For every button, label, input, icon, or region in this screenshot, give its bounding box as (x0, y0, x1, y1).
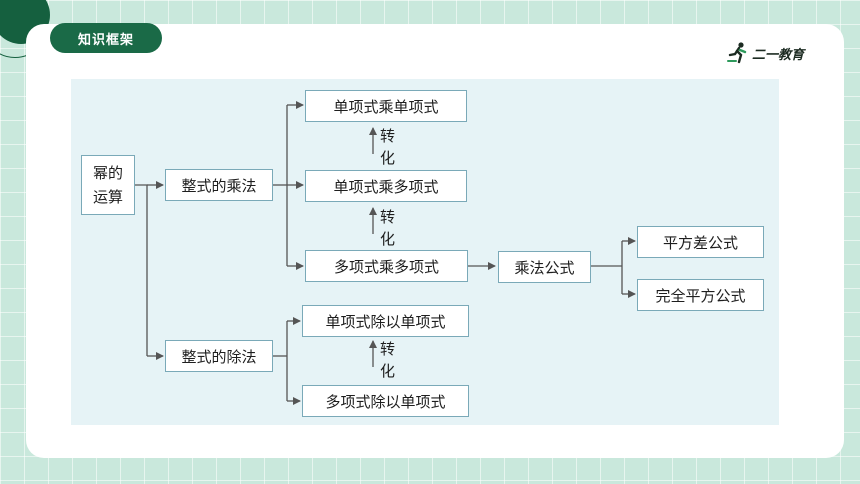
node-power-operations-line1: 幂的 (92, 164, 123, 182)
convert-label-3: 转 化 (380, 338, 395, 382)
convert-label-2-char1: 转 (380, 208, 396, 226)
convert-label-1-char1: 转 (380, 127, 396, 145)
node-power-operations: 幂的 运算 (81, 155, 135, 215)
knowledge-diagram: 幂的 运算 整式的乘法 整式的除法 单项式乘单项式 单项式乘多项式 多项式乘多项… (71, 79, 779, 425)
brand-logo-text: 二一教育 (752, 47, 805, 63)
convert-label-1: 转 化 (380, 125, 395, 169)
node-polynomial-multiplication: 整式的乘法 (165, 169, 273, 201)
node-mono-div-mono: 单项式除以单项式 (302, 305, 469, 337)
convert-label-1-char2: 化 (380, 149, 396, 167)
runner-icon (727, 42, 747, 64)
convert-label-3-char2: 化 (380, 362, 396, 380)
convert-label-3-char1: 转 (380, 340, 396, 358)
convert-label-2: 转 化 (380, 206, 395, 250)
node-poly-times-poly: 多项式乘多项式 (305, 250, 468, 282)
node-polynomial-division: 整式的除法 (165, 340, 273, 372)
convert-label-2-char2: 化 (380, 230, 396, 248)
node-perfect-square: 完全平方公式 (637, 279, 764, 311)
connector-lines (135, 101, 636, 405)
node-mono-times-mono: 单项式乘单项式 (305, 90, 467, 122)
node-multiplication-formula: 乘法公式 (498, 251, 591, 283)
node-difference-of-squares: 平方差公式 (637, 226, 764, 258)
node-poly-div-mono: 多项式除以单项式 (302, 385, 469, 417)
node-mono-times-poly: 单项式乘多项式 (305, 170, 467, 202)
brand-logo: 二一教育 (726, 40, 804, 66)
node-power-operations-line2: 运算 (92, 188, 123, 206)
section-title: 知识框架 (50, 23, 162, 53)
